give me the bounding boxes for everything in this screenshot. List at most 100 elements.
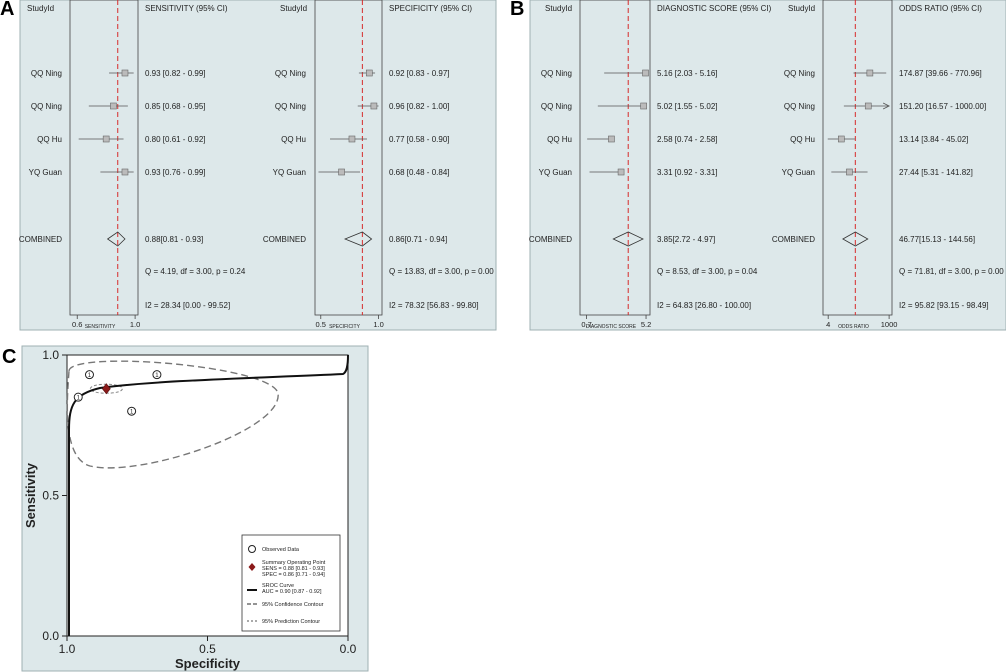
combined-value: 3.85[2.72 - 4.97] [657, 235, 715, 244]
study-label: YQ Guan [29, 168, 62, 177]
legend-observed-label: Observed Data [262, 547, 300, 553]
x-tick-label: 1.0 [373, 320, 383, 329]
point-estimate [365, 69, 373, 77]
forest-frame [314, 0, 383, 316]
study-value: 2.58 [0.74 - 2.58] [657, 135, 718, 144]
ci-arrow [882, 102, 890, 110]
forest-header: SENSITIVITY (95% CI) [145, 4, 228, 13]
legend-summary-label: Summary Operating Point [262, 560, 326, 566]
i2-stat-specificity: I2 = 78.32 [56.83 - 99.80] [389, 301, 479, 310]
combined-label: COMBINED [263, 235, 306, 244]
study-value: 0.85 [0.68 - 0.95] [145, 102, 206, 111]
study-label: QQ Hu [37, 135, 62, 144]
q-stat-diagnostic-score: Q = 8.53, df = 3.00, p = 0.04 [657, 267, 758, 276]
point-estimate [838, 135, 845, 143]
study-value: 5.02 [1.55 - 5.02] [657, 102, 718, 111]
confidence-contour [89, 383, 123, 394]
combined-diamond [343, 231, 373, 247]
x-axis-label: SPECIFICITY [329, 324, 361, 330]
legend-confidence-label: 95% Confidence Contour [262, 602, 324, 608]
study-value: 0.96 [0.82 - 1.00] [389, 102, 450, 111]
x-axis-label: DIAGNOSTIC SCORE [586, 324, 637, 330]
point-estimate [102, 135, 110, 143]
panel-label-b: B [510, 0, 525, 20]
summary-operating-point [101, 383, 111, 395]
study-value: 3.31 [0.92 - 3.31] [657, 168, 718, 177]
observed-point-marker: 1 [77, 396, 81, 402]
x-tick-label: 0.5 [316, 320, 326, 329]
point-estimate [640, 102, 647, 110]
i2-stat-odds-ratio: I2 = 95.82 [93.15 - 98.49] [899, 301, 989, 310]
point-estimate [617, 168, 625, 176]
combined-label: COMBINED [529, 235, 572, 244]
x-tick-label: 4 [826, 320, 830, 329]
panel-label-a: A [0, 0, 15, 20]
y-tick-label: 1.0 [42, 348, 59, 362]
panel-b-background [529, 0, 1006, 331]
observed-point [73, 392, 83, 402]
study-label: QQ Hu [547, 135, 572, 144]
study-label: YQ Guan [273, 168, 306, 177]
observed-point-marker: 1 [88, 373, 92, 379]
legend-box [241, 534, 341, 632]
combined-value: 46.77[15.13 - 144.56] [899, 235, 975, 244]
study-value: 174.87 [39.66 - 770.96] [899, 69, 982, 78]
legend-prediction-label: 95% Prediction Contour [262, 619, 320, 625]
study-label: QQ Ning [275, 69, 306, 78]
studyid-header-a2: StudyId [280, 4, 307, 13]
study-value: 0.93 [0.76 - 0.99] [145, 168, 206, 177]
observed-point [84, 370, 94, 380]
study-label: YQ Guan [782, 168, 815, 177]
point-estimate [121, 168, 129, 176]
observed-point-marker: 1 [130, 410, 134, 416]
study-label: QQ Ning [31, 69, 62, 78]
point-estimate [864, 102, 872, 110]
study-label: QQ Ning [784, 69, 815, 78]
i2-stat-sensitivity: I2 = 28.34 [0.00 - 99.52] [145, 301, 230, 310]
x-tick-label: 5.2 [641, 320, 651, 329]
x-axis-title: Specificity [175, 656, 241, 671]
study-value: 0.77 [0.58 - 0.90] [389, 135, 450, 144]
point-estimate [110, 102, 117, 110]
combined-label: COMBINED [772, 235, 815, 244]
forest-frame [579, 0, 651, 316]
combined-label: COMBINED [19, 235, 62, 244]
legend-sroc-auc: AUC = 0.90 [0.87 - 0.92] [262, 589, 322, 595]
combined-diamond [106, 231, 126, 247]
forest-frame [822, 0, 893, 316]
study-label: QQ Ning [541, 69, 572, 78]
x-axis-label: ODDS RATIO [838, 324, 869, 330]
legend-summary-spec: SPEC = 0.86 [0.71 - 0.94] [262, 572, 325, 578]
prediction-contour [66, 360, 279, 469]
combined-diamond [842, 231, 869, 247]
combined-value: 0.88[0.81 - 0.93] [145, 235, 203, 244]
x-tick-label: 0.0 [340, 642, 357, 656]
forest-frame [69, 0, 139, 316]
study-label: YQ Guan [539, 168, 572, 177]
combined-diamond [612, 231, 644, 247]
point-estimate [121, 69, 129, 77]
x-tick-label: 0.5 [199, 642, 216, 656]
legend-summary-symbol [248, 563, 256, 571]
study-label: QQ Hu [281, 135, 306, 144]
observed-point [152, 370, 162, 380]
point-estimate [846, 168, 853, 176]
point-estimate [370, 102, 378, 110]
study-value: 27.44 [5.31 - 141.82] [899, 168, 973, 177]
study-value: 5.16 [2.03 - 5.16] [657, 69, 718, 78]
x-axis-label: SENSITIVITY [85, 324, 116, 330]
x-tick-label: 1.0 [59, 642, 76, 656]
study-value: 0.68 [0.48 - 0.84] [389, 168, 450, 177]
study-value: 0.80 [0.61 - 0.92] [145, 135, 206, 144]
x-tick-label: 1000 [881, 320, 898, 329]
panel-label-c: C [2, 346, 17, 368]
i2-stat-diagnostic-score: I2 = 64.83 [26.80 - 100.00] [657, 301, 751, 310]
legend-sroc-label: SROC Curve [262, 583, 294, 589]
study-label: QQ Ning [541, 102, 572, 111]
q-stat-odds-ratio: Q = 71.81, df = 3.00, p = 0.00 [899, 267, 1004, 276]
